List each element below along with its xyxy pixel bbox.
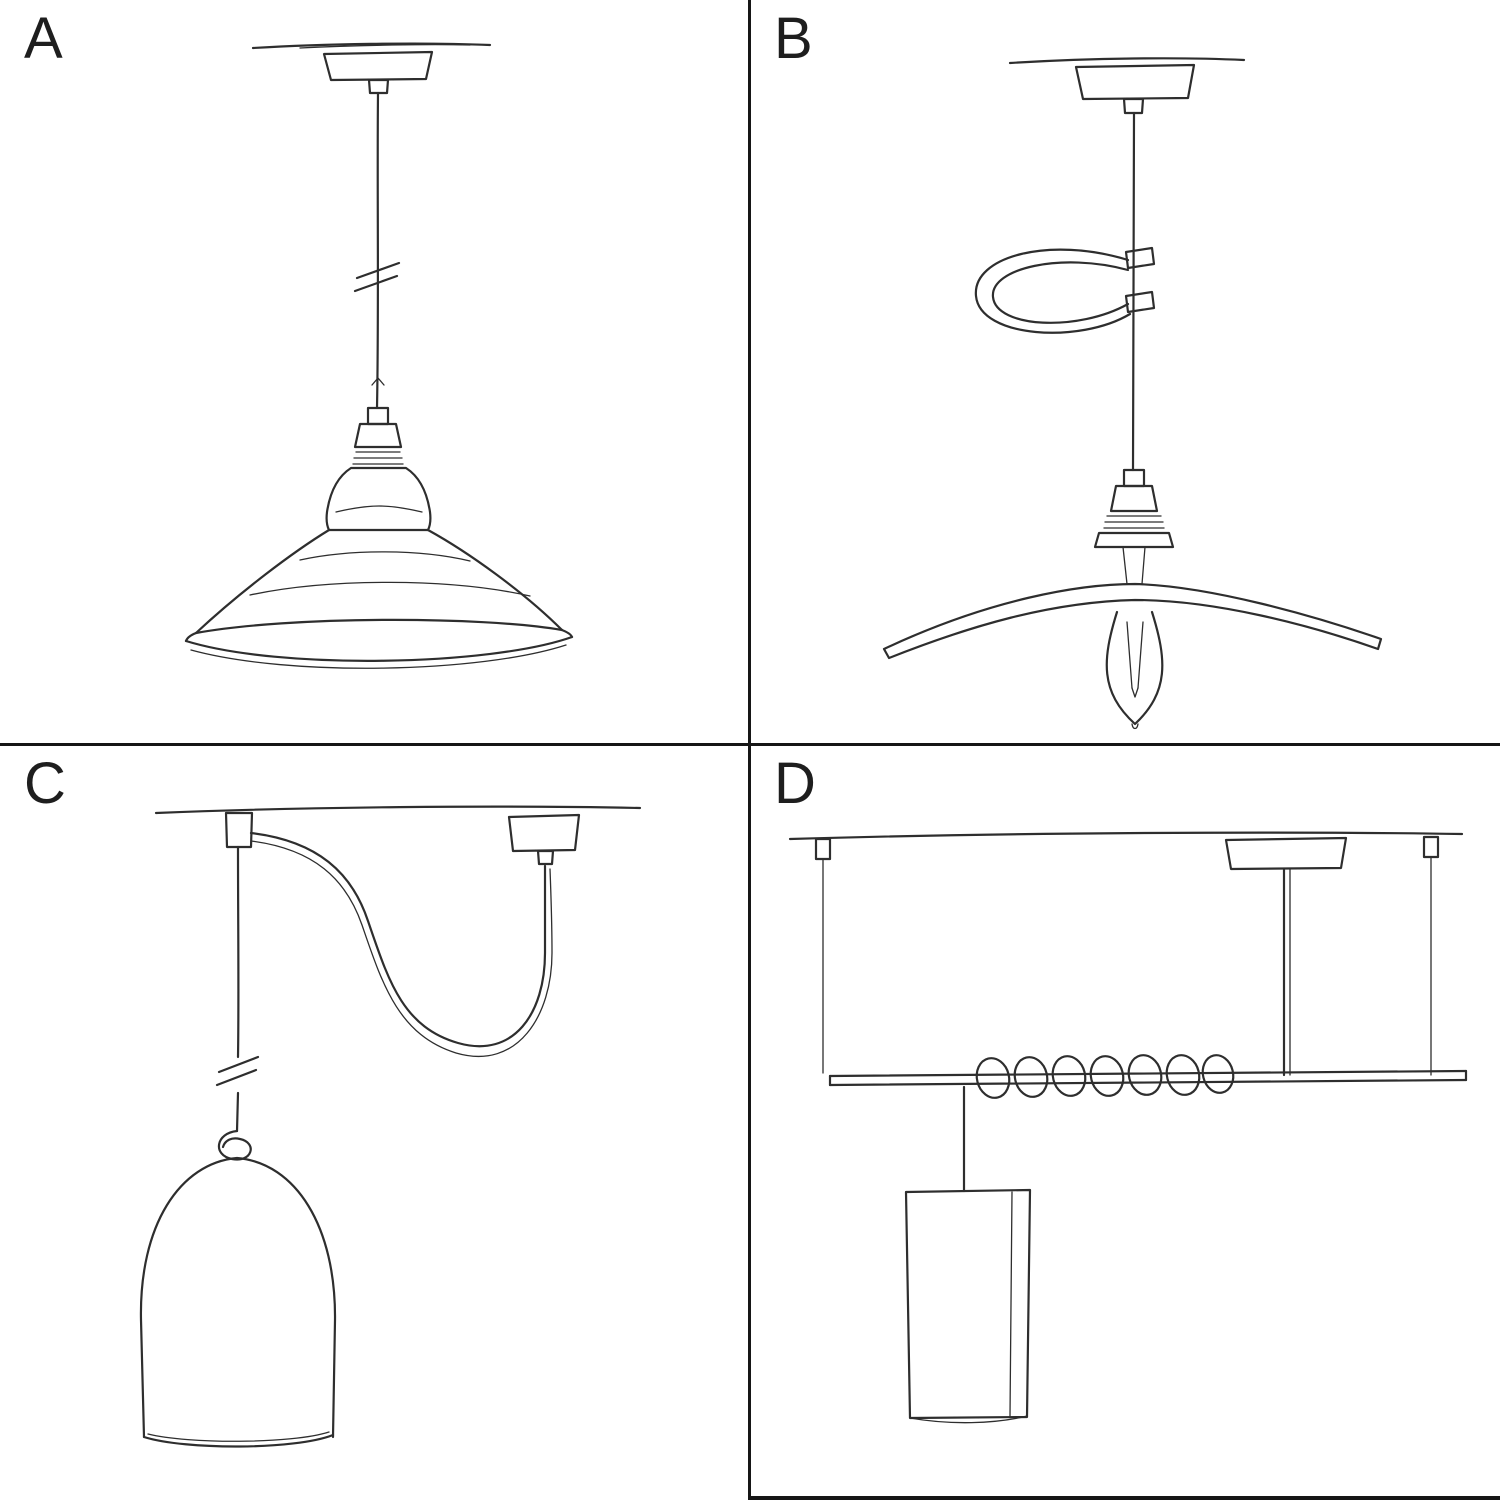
bell-lampshade [139,1156,337,1448]
ceiling-line [251,42,492,50]
drop-cable [215,845,260,1161]
panel-b-label: B [774,6,814,71]
panel-b: B [750,0,1500,745]
ceiling-rose [507,813,581,866]
panel-a-label: A [24,6,64,71]
swag-hook-bracket [224,811,254,849]
panel-a: A [0,0,750,745]
panel-d-label: D [774,751,817,816]
horizontal-divider [0,743,1500,746]
lamp-holder [1093,468,1175,585]
ceiling-line [154,805,642,815]
lamp-holder [325,406,432,532]
suspension-wires [814,835,1440,1076]
pendant-swag-hook-bell-shade-sketch [139,805,642,1448]
panel-c-label: C [24,751,67,816]
ceiling-rose [1224,836,1348,1077]
pendant-cable-clip-flat-shade-exposed-bulb-sketch [882,57,1383,730]
ceiling-line [788,831,1464,841]
pendant-straight-drop-metal-shade-sketch [184,42,574,669]
ceiling-rose [322,50,434,95]
horizontal-bar [828,1069,1468,1087]
pendant-cable [1131,111,1136,472]
panel-d: D [750,745,1500,1500]
ceiling-rose [1074,63,1196,115]
vertical-divider [748,0,751,1500]
ceiling-line [1008,57,1246,65]
pendant-wrapped-bar-tube-shade-sketch [788,831,1468,1424]
flat-plate-lampshade [882,582,1383,660]
cable-clip-loop [974,246,1156,334]
bottom-edge-line [750,1496,1500,1500]
edison-bulb [1105,610,1164,730]
panel-c: C [0,745,750,1500]
pendant-cable [353,91,401,410]
coiled-cable [975,1054,1235,1099]
tube-lampshade [904,1188,1032,1424]
swag-cable [249,831,553,1058]
metal-lampshade [184,528,574,669]
